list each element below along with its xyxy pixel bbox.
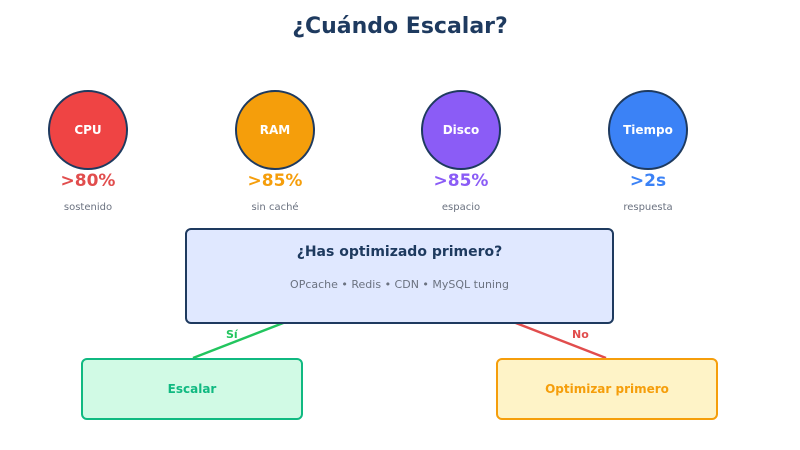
yes-branch-label: Sí bbox=[226, 328, 238, 341]
metric-detail-tiempo: respuesta bbox=[623, 202, 673, 213]
decision-box: ¿Has optimizado primero? OPcache • Redis… bbox=[185, 228, 614, 324]
metric-tiempo: Tiempo >2s respuesta bbox=[568, 90, 728, 213]
metric-detail-ram: sin caché bbox=[251, 202, 299, 213]
metric-circle-disco: Disco bbox=[421, 90, 501, 170]
yes-connector bbox=[192, 316, 297, 360]
decision-hint: OPcache • Redis • CDN • MySQL tuning bbox=[290, 278, 509, 291]
metric-value-cpu: >80% bbox=[60, 171, 116, 191]
metric-value-tiempo: >2s bbox=[629, 171, 667, 191]
outcome-scale: Escalar bbox=[81, 358, 303, 420]
metric-cpu: CPU >80% sostenido bbox=[8, 90, 168, 213]
metric-circle-ram: RAM bbox=[235, 90, 315, 170]
metric-circle-cpu: CPU bbox=[48, 90, 128, 170]
metric-detail-disco: espacio bbox=[441, 202, 481, 213]
outcome-optimize-first: Optimizar primero bbox=[496, 358, 718, 420]
page-title: ¿Cuándo Escalar? bbox=[292, 14, 508, 39]
decision-question: ¿Has optimizado primero? bbox=[296, 244, 503, 260]
no-branch-label: No bbox=[572, 328, 589, 341]
metric-ram: RAM >85% sin caché bbox=[195, 90, 355, 213]
metric-value-disco: >85% bbox=[433, 171, 489, 191]
no-connector bbox=[502, 316, 607, 360]
metric-circle-tiempo: Tiempo bbox=[608, 90, 688, 170]
metric-disco: Disco >85% espacio bbox=[381, 90, 541, 213]
metric-detail-cpu: sostenido bbox=[63, 202, 113, 213]
metric-value-ram: >85% bbox=[247, 171, 303, 191]
